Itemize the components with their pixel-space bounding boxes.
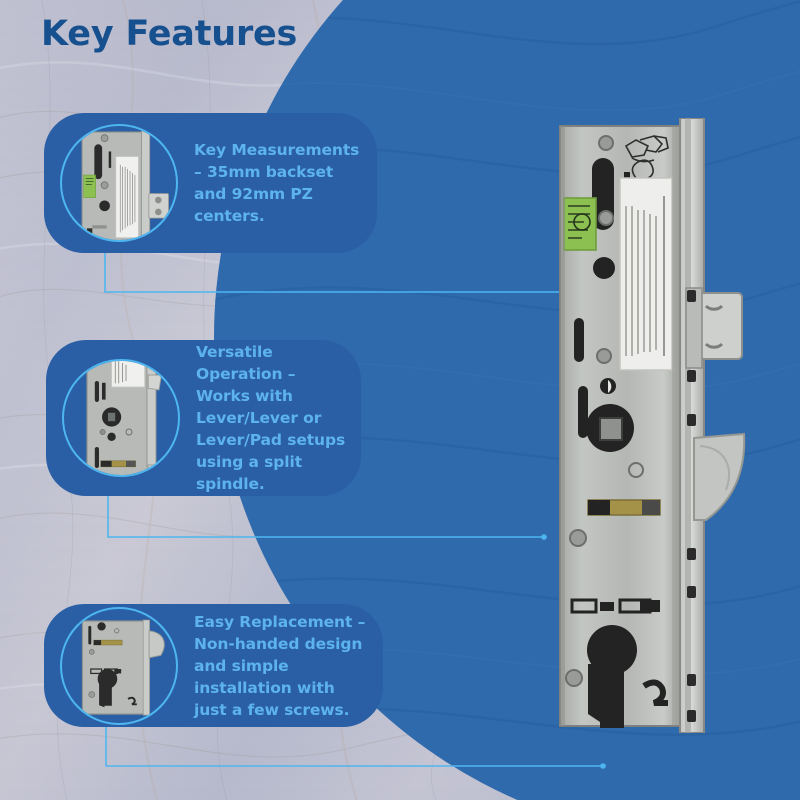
- feature-card-versatile-operation[interactable]: Versatile Operation – Works with Lever/L…: [46, 340, 361, 496]
- feature-text-3: Easy Replacement – Non-handed design and…: [194, 612, 366, 719]
- feature-thumb-3: [60, 606, 178, 725]
- product-image: [548, 118, 758, 733]
- feature-text-2: Versatile Operation – Works with Lever/L…: [196, 343, 346, 493]
- feature-text-1: Key Measurements – 35mm backset and 92mm…: [194, 141, 360, 225]
- feature-card-easy-replacement[interactable]: Easy Replacement – Non-handed design and…: [44, 604, 383, 727]
- feature-thumb-1: [60, 124, 178, 242]
- feature-card-key-measurements[interactable]: Key Measurements – 35mm backset and 92mm…: [44, 113, 377, 253]
- page-title: Key Features: [41, 14, 298, 54]
- feature-thumb-2: [62, 359, 180, 477]
